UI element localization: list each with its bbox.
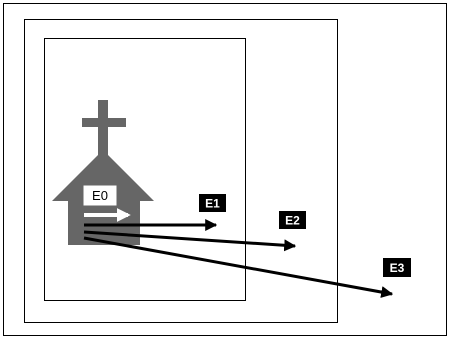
e1-label: E1 [205,197,220,211]
church-roof [52,150,154,201]
e3-label: E3 [390,261,405,275]
e3-label-box: E3 [383,258,411,277]
e1-label-box: E1 [199,194,226,212]
outer-frame [24,19,338,323]
e0-label: E0 [92,188,108,203]
e0-label-box: E0 [83,185,117,206]
cross-vertical [98,100,108,155]
e3-arrow [83,236,394,298]
inner-frame [44,38,246,301]
e2-arrow [83,230,297,252]
e2-label-box: E2 [279,211,306,229]
outer-border [3,3,447,336]
e2-label: E2 [285,214,300,228]
church-icon [52,100,154,245]
church-body [68,199,140,245]
cross-horizontal [82,118,126,127]
